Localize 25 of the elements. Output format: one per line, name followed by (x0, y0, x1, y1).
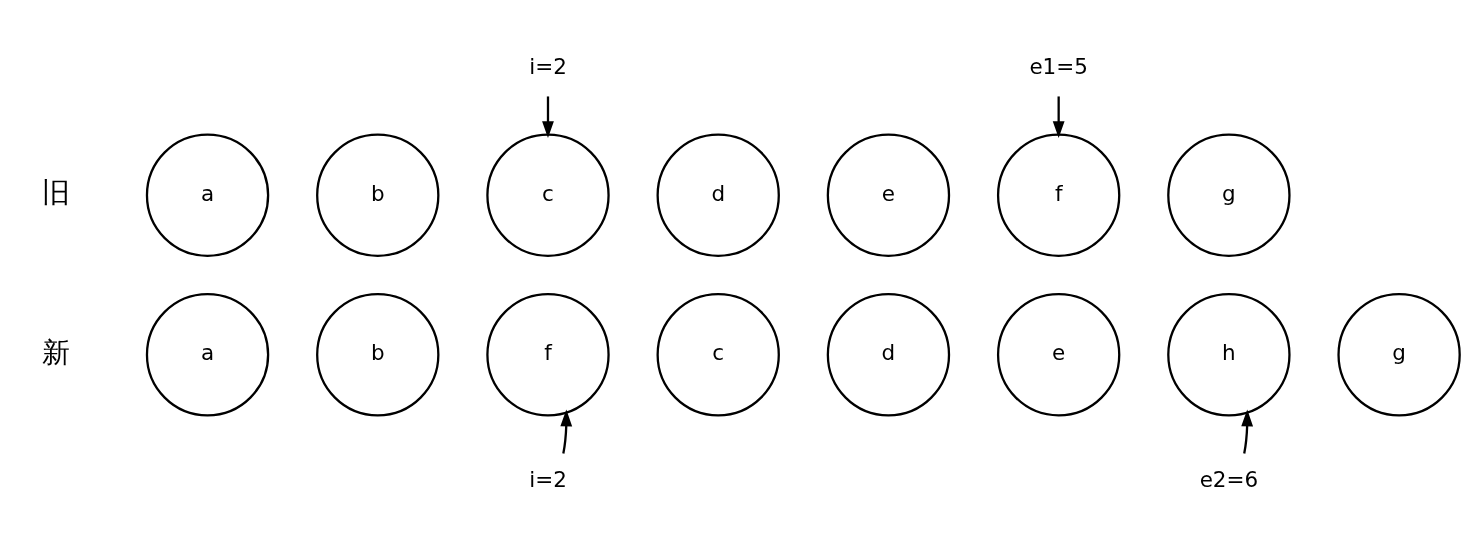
node-text: i=2 (529, 54, 567, 80)
arrow (1241, 409, 1254, 454)
node-circle: g (1337, 293, 1461, 417)
arrow (1052, 96, 1065, 139)
node-circle: e (996, 293, 1121, 417)
node-circle: a (145, 293, 270, 417)
node-text: e2=6 (1199, 466, 1259, 492)
node-circle: a (145, 133, 270, 257)
node-circle: b (316, 293, 440, 417)
node-circle: h (1167, 293, 1291, 417)
node-circle: g (1167, 133, 1291, 257)
label: 旧 (41, 176, 70, 209)
node-circle: c (486, 133, 610, 257)
node-circle: f (996, 133, 1121, 257)
node-circle: d (826, 293, 951, 417)
arrow (560, 409, 573, 454)
node-circle: e (826, 133, 951, 257)
node-circle: f (486, 293, 610, 417)
arrow (542, 96, 554, 139)
node-text: e1=5 (1029, 54, 1088, 80)
node-circle: b (316, 133, 440, 257)
node-text: i=2 (529, 466, 567, 492)
node-circle: d (656, 133, 780, 257)
node-circle: c (656, 293, 780, 417)
label: 新 (41, 335, 70, 369)
